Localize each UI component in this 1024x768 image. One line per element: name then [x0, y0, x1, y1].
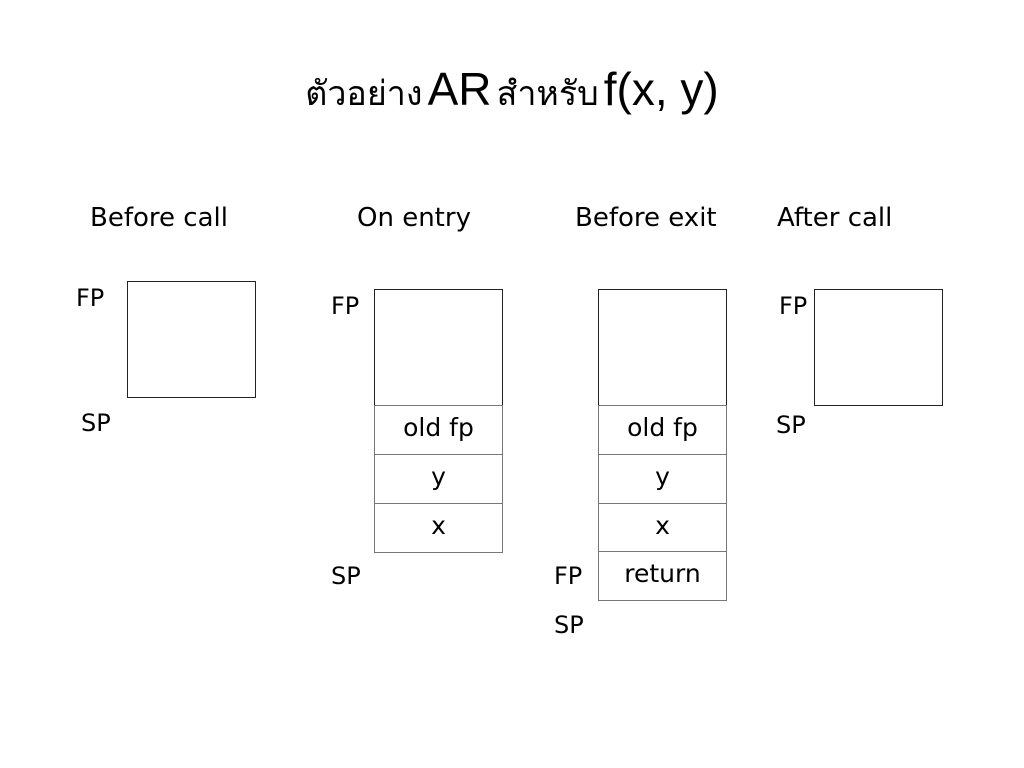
before-call-fp-label: FP: [76, 284, 105, 312]
on-entry-cell-x: x: [374, 503, 503, 553]
before-call-sp-label: SP: [81, 409, 111, 437]
heading-before-call: Before call: [90, 203, 228, 233]
heading-after-call: After call: [777, 203, 893, 233]
title-ar: AR: [427, 63, 492, 115]
after-call-fp-label: FP: [779, 292, 808, 320]
title-thai-for: สำหรับ: [496, 74, 599, 114]
before-exit-sp-label: SP: [554, 611, 584, 639]
before-exit-cell-return: return: [598, 551, 727, 601]
after-call-sp-label: SP: [776, 411, 806, 439]
title-thai-prefix: ตัวอย่าง: [305, 74, 423, 114]
on-entry-fp-label: FP: [331, 292, 360, 320]
slide-title: ตัวอย่าง AR สำหรับ f(x, y): [0, 62, 1024, 120]
before-exit-cell-x: x: [598, 503, 727, 553]
title-function: f(x, y): [603, 63, 719, 115]
on-entry-sp-label: SP: [331, 562, 361, 590]
before-call-caller-frame: [127, 281, 256, 398]
before-exit-fp-label: FP: [554, 562, 583, 590]
before-exit-cell-y: y: [598, 454, 727, 504]
on-entry-caller-frame: [374, 289, 503, 406]
on-entry-cell-old-fp: old fp: [374, 405, 503, 455]
on-entry-cell-y: y: [374, 454, 503, 504]
heading-before-exit: Before exit: [575, 203, 717, 233]
before-exit-caller-frame: [598, 289, 727, 406]
before-exit-cell-old-fp: old fp: [598, 405, 727, 455]
heading-on-entry: On entry: [357, 203, 471, 233]
after-call-caller-frame: [814, 289, 943, 406]
